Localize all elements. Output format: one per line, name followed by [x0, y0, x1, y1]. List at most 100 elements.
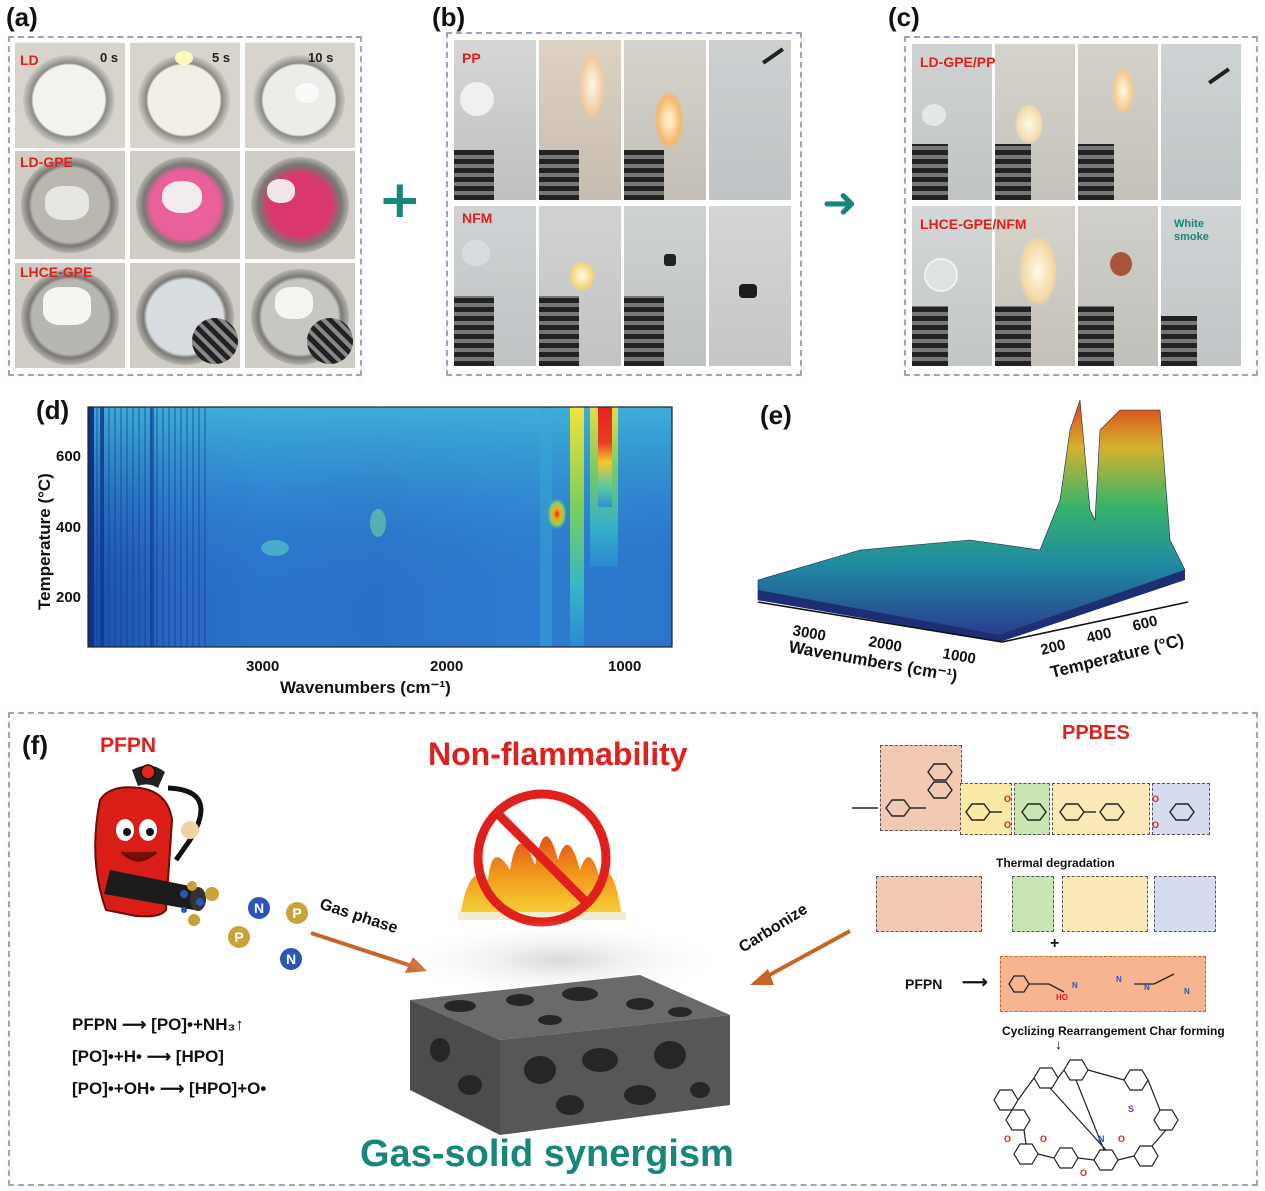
surface-xtick-1000: 1000 [941, 645, 977, 668]
photo-nfm-4 [709, 206, 791, 366]
fragment-pyrrole [876, 876, 982, 932]
heatmap-xtick-3000: 3000 [246, 658, 279, 675]
photo-ldgpe-5s [130, 151, 240, 259]
photo-pp-3 [624, 40, 706, 200]
pfpn-arrow-icon: ⟶ [962, 972, 988, 992]
heatmap-xtick-2000: 2000 [430, 658, 463, 675]
heatmap-xlabel: Wavenumbers (cm⁻¹) [280, 678, 451, 697]
row-label-lhcegpe-nfm: LHCE-GPE/NFM [920, 216, 1027, 232]
surface-ytick-400: 400 [1085, 624, 1113, 647]
plus-sign: + [1050, 935, 1060, 952]
particle-p-1: P [286, 902, 308, 924]
carbonize-arrow-icon [750, 929, 851, 985]
photo-nfm-1 [454, 206, 536, 366]
photo-lhcegpe-0s [15, 263, 125, 368]
photo-pp-1 [454, 40, 536, 200]
svg-text:O: O [1004, 820, 1011, 830]
photo-ldgpe-pp-4 [1161, 44, 1241, 200]
surface-ytick-200: 200 [1039, 636, 1067, 659]
panel-c-letter: (c) [888, 2, 920, 32]
photo-ldgpe-pp-2 [995, 44, 1075, 200]
heatmap-xtick-1000: 1000 [608, 658, 641, 675]
row-label-ld: LD [20, 52, 39, 68]
equation-1: PFPN ⟶ [PO]•+NH₃↑ [72, 1015, 244, 1034]
svg-text:HO: HO [1056, 993, 1068, 1002]
panel-b-letter: (b) [432, 2, 466, 32]
fire-extinguisher-mascot-icon [94, 764, 206, 918]
photo-ldgpe-pp-1 [912, 44, 992, 200]
photo-lhcegpe-5s [130, 263, 240, 368]
photo-ld-5s [130, 43, 240, 148]
row-label-nfm: NFM [462, 210, 493, 226]
panel-d-letter: (d) [36, 395, 70, 425]
svg-text:N: N [1184, 987, 1190, 996]
svg-text:O: O [1004, 1134, 1011, 1144]
photo-ldgpe-10s [245, 151, 355, 259]
svg-text:O: O [1118, 1134, 1125, 1144]
surface-ylabel: Temperature (°C) [1048, 630, 1185, 682]
time-label-10s: 10 s [308, 50, 334, 65]
ppbes-unit-sulfonyl [1152, 783, 1210, 835]
porous-char-block-icon [390, 920, 730, 1135]
svg-text:O: O [1040, 1134, 1047, 1144]
row-label-lhce-gpe: LHCE-GPE [20, 264, 93, 280]
row-label-ldgpe-pp: LD-GPE/PP [920, 54, 996, 70]
photo-lhcegpe-10s [245, 263, 355, 368]
svg-text:O: O [1004, 794, 1011, 804]
char-network-structure: O O N S O O [993, 1059, 1179, 1178]
svg-text:O: O [1152, 820, 1159, 830]
surface-xtick-2000: 2000 [867, 633, 903, 656]
time-label-5s: 5 s [212, 50, 231, 65]
photo-ld-10s [245, 43, 355, 148]
particle-p-2: P [228, 926, 250, 948]
surface-xtick-3000: 3000 [791, 622, 827, 645]
svg-text:O: O [1152, 794, 1159, 804]
gas-solid-synergism-title: Gas-solid synergism [360, 1133, 734, 1175]
photo-nfm-3 [624, 206, 706, 366]
panel-a-frame: LD LD-GPE LHCE-GPE 0 s 5 s 10 s [8, 36, 362, 376]
pfpn-products-structure: HO N N N N [1008, 973, 1190, 1002]
right-arrow-icon: ➜ [822, 178, 858, 227]
non-flammability-title: Non-flammability [428, 736, 688, 772]
panel-f-frame [8, 712, 1258, 1186]
fragment-ethers [1062, 876, 1148, 932]
svg-text:N: N [1116, 975, 1122, 984]
particle-n-1: N [248, 897, 270, 919]
plus-symbol: + [378, 170, 422, 230]
ftir-3d-surface: 3000 2000 1000 Wavenumbers (cm⁻¹) 200 40… [757, 399, 1189, 686]
svg-text:S: S [1128, 1104, 1134, 1114]
svg-text:O: O [1080, 1168, 1087, 1178]
time-label-0s: 0 s [100, 50, 119, 65]
equation-2: [PO]•+H• ⟶ [HPO] [72, 1047, 224, 1066]
heatmap-ytick-600: 600 [56, 448, 81, 465]
svg-text:N: N [1144, 983, 1150, 992]
heatmap-ylabel: Temperature (°C) [35, 473, 54, 610]
panel-c-frame: LD-GPE/PP LHCE-GPE/NFM White smoke [904, 36, 1258, 376]
photo-pp-2 [539, 40, 621, 200]
heatmap-ytick-400: 400 [56, 519, 81, 536]
row-label-ld-gpe: LD-GPE [20, 154, 73, 170]
photo-lhcegpe-nfm-1 [912, 206, 992, 366]
svg-text:N: N [1072, 981, 1078, 990]
pfpn-label: PFPN [905, 976, 943, 992]
heatmap-ytick-200: 200 [56, 589, 81, 606]
svg-text:N: N [1098, 1134, 1105, 1144]
equation-3: [PO]•+OH• ⟶ [HPO]+O• [72, 1079, 267, 1098]
ppbes-unit-diphenyl-ether [1052, 783, 1150, 835]
photo-pp-4 [709, 40, 791, 200]
photo-ldgpe-0s [15, 151, 125, 259]
photo-ld-0s [15, 43, 125, 148]
photo-nfm-2 [539, 206, 621, 366]
white-smoke-annotation: White smoke [1174, 218, 1209, 243]
particle-n-2: N [280, 948, 302, 970]
ppbes-title: PPBES [1062, 722, 1130, 744]
panel-f-letter: (f) [22, 730, 48, 760]
pfpn-title: PFPN [100, 734, 157, 757]
thermal-degradation-label: Thermal degradation [996, 856, 1115, 870]
panel-e-letter: (e) [760, 400, 792, 430]
down-arrow-icon: ↓ [1055, 1036, 1062, 1052]
particle-spray-icon [180, 881, 219, 926]
panel-a-letter: (a) [6, 2, 38, 32]
photo-lhcegpe-nfm-4 [1161, 206, 1241, 366]
photo-lhcegpe-nfm-3 [1078, 206, 1158, 366]
